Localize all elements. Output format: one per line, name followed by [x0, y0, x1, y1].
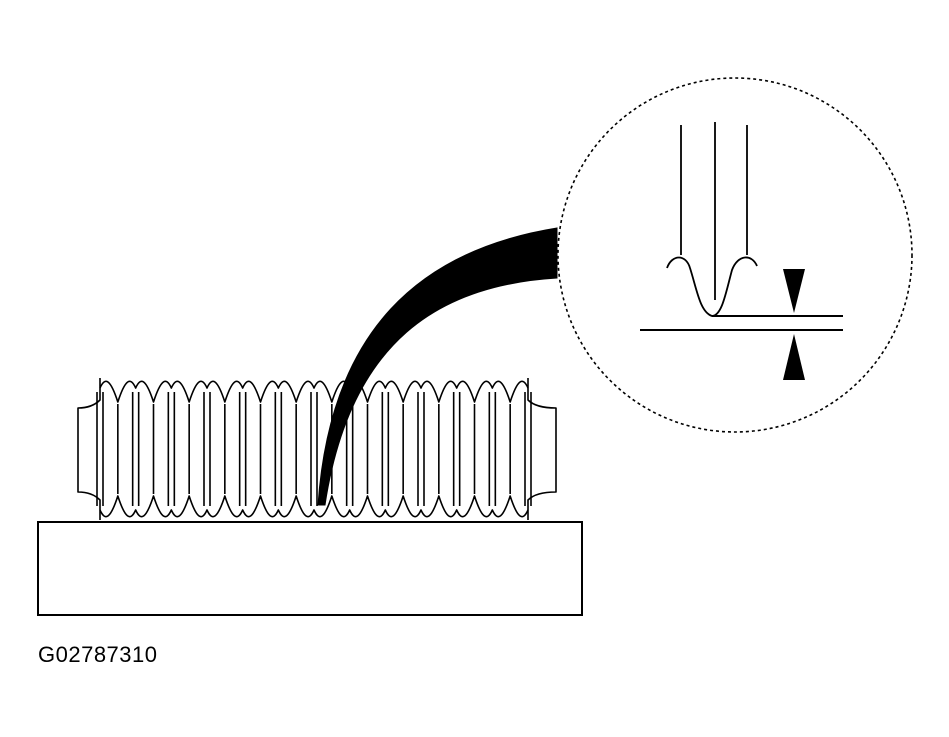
boot-fold-walls	[96, 392, 532, 506]
magnifier-leader	[317, 227, 558, 506]
boot-bottom-outline	[99, 495, 529, 518]
boot-bottom-convolutions	[99, 495, 529, 518]
arrow-down-icon	[783, 269, 805, 313]
boot-top-outline	[99, 380, 529, 403]
detail-fold-profile	[666, 122, 758, 317]
arrow-up-icon	[783, 334, 805, 380]
base-surface	[37, 521, 583, 616]
detail-circle	[557, 77, 913, 433]
boot-top-convolutions	[99, 380, 529, 403]
boot-right-end	[527, 378, 557, 520]
bellows-boot	[77, 378, 557, 520]
boot-left-end	[77, 378, 101, 520]
figure-code-label: G02787310	[38, 642, 158, 667]
